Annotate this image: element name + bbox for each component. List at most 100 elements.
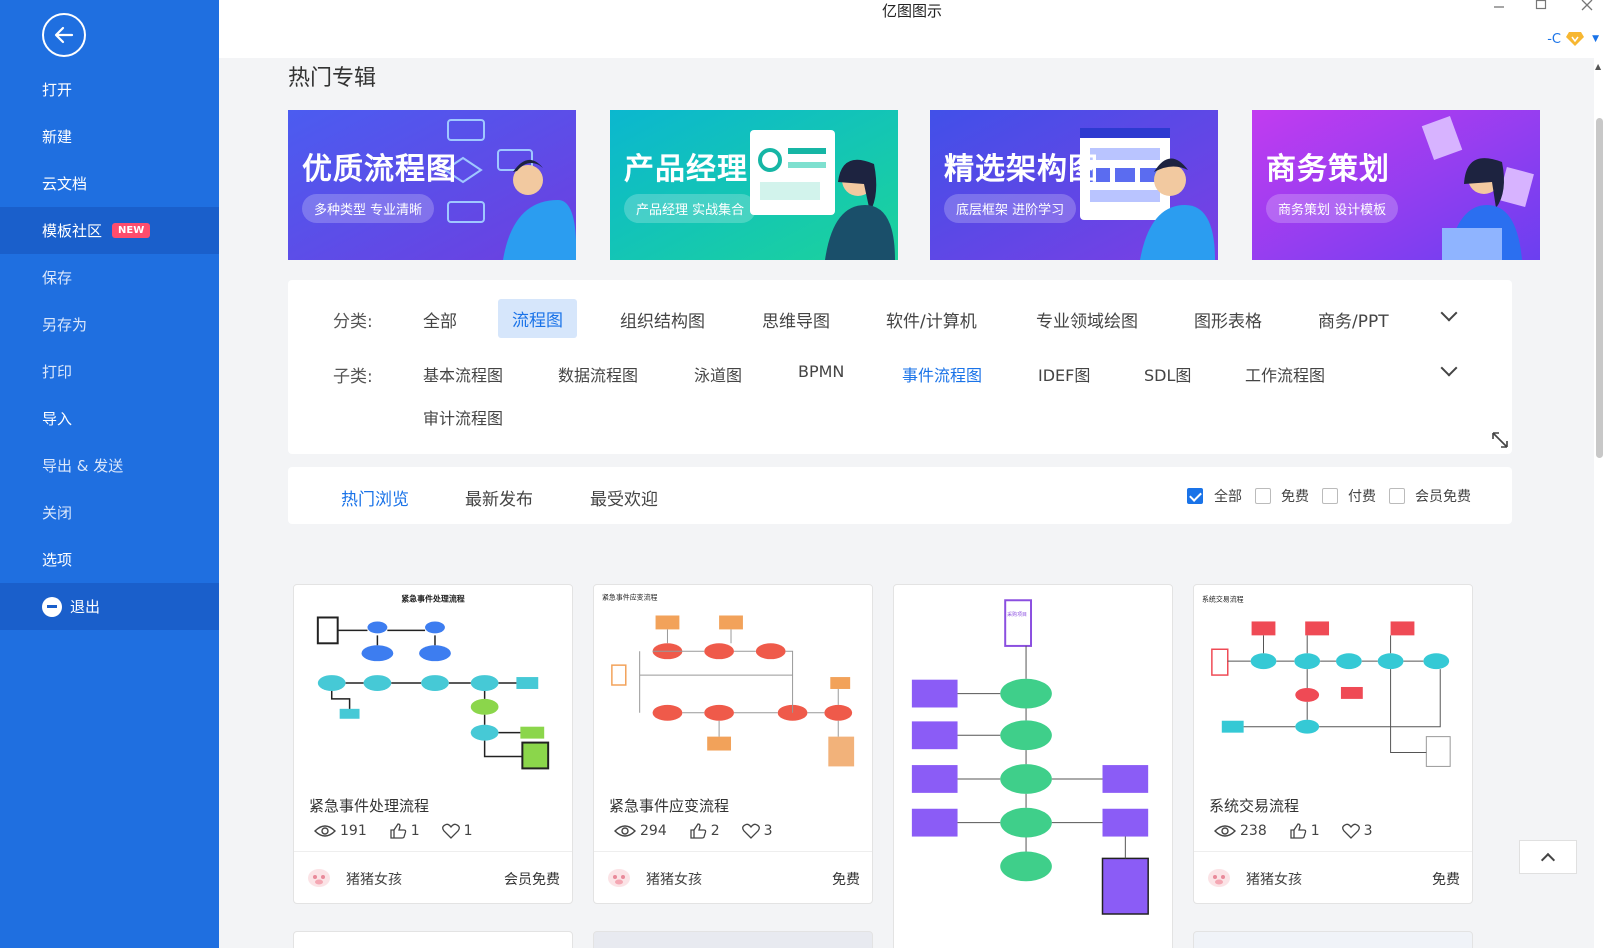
subcategory-sdl[interactable]: SDL图 <box>1144 366 1192 385</box>
like-count: 1 <box>410 823 420 839</box>
template-card[interactable]: 采购项目 <box>893 584 1173 948</box>
filter-free-checkbox[interactable] <box>1255 488 1271 504</box>
card-footer: 猪猪女孩 免费 <box>594 851 872 903</box>
sidebar-item-label: 导入 <box>42 410 73 428</box>
filter-member-free-checkbox[interactable] <box>1389 488 1405 504</box>
banner-architecture[interactable]: 精选架构图 底层框架 进阶学习 <box>930 110 1218 260</box>
banner-product-manager[interactable]: 产品经理 产品经理 实战集合 <box>610 110 898 260</box>
sidebar-item-save-as[interactable]: 另存为 <box>0 301 219 348</box>
subcategory-event-flowchart[interactable]: 事件流程图 <box>902 366 983 385</box>
sidebar-item-label: 另存为 <box>42 316 88 334</box>
heart-icon <box>1341 823 1360 839</box>
back-to-top-button[interactable] <box>1519 840 1577 874</box>
user-label[interactable]: -C <box>1547 32 1561 47</box>
author-name[interactable]: 猪猪女孩 <box>1246 872 1302 888</box>
vip-diamond-icon[interactable] <box>1565 28 1585 48</box>
filter-paid-checkbox[interactable] <box>1322 488 1338 504</box>
category-org-chart[interactable]: 组织结构图 <box>620 312 705 332</box>
subcategory-bpmn[interactable]: BPMN <box>798 362 845 381</box>
template-card[interactable]: 系统交易流程 系统交易流程 238 1 3 猪猪女孩 免费 <box>1193 584 1473 904</box>
category-all[interactable]: 全部 <box>423 312 457 332</box>
favorite-count: 1 <box>463 823 473 839</box>
view-count: 238 <box>1240 823 1267 839</box>
minimize-button[interactable] <box>1493 0 1505 16</box>
sidebar-item-label: 导出 & 发送 <box>42 457 124 475</box>
expand-icon[interactable] <box>1490 430 1510 450</box>
heart-icon <box>741 823 760 839</box>
author-name[interactable]: 猪猪女孩 <box>346 872 402 888</box>
close-button[interactable] <box>1581 0 1593 16</box>
scroll-thumb[interactable] <box>1596 118 1603 458</box>
sidebar-item-open[interactable]: 打开 <box>0 66 219 113</box>
sidebar-item-label: 关闭 <box>42 504 73 522</box>
filter-all-label: 全部 <box>1214 489 1242 505</box>
sidebar-item-save[interactable]: 保存 <box>0 254 219 301</box>
subcategory-label: 子类: <box>333 367 373 387</box>
banner-business-planning[interactable]: 商务策划 商务策划 设计模板 <box>1252 110 1540 260</box>
filter-free-label: 免费 <box>1281 489 1309 505</box>
maximize-icon <box>1535 0 1547 10</box>
subcategory-idef[interactable]: IDEF图 <box>1038 366 1091 385</box>
back-button[interactable] <box>42 13 86 57</box>
thumbs-up-icon <box>690 823 706 839</box>
card-title: 紧急事件处理流程 <box>309 797 430 815</box>
banner-subtitle: 商务策划 设计模板 <box>1266 194 1399 223</box>
category-professional[interactable]: 专业领域绘图 <box>1036 312 1138 332</box>
sidebar: 打开 新建 云文档 模板社区 NEW 保存 另存为 打印 导入 导出 & 发送 … <box>0 0 219 948</box>
category-business-ppt[interactable]: 商务/PPT <box>1318 312 1389 332</box>
sidebar-item-label: 打开 <box>42 81 73 99</box>
filter-all-checkbox[interactable] <box>1187 488 1203 504</box>
subcategory-workflow[interactable]: 工作流程图 <box>1245 366 1326 385</box>
eye-icon <box>614 825 636 837</box>
subcategory-data-flowchart[interactable]: 数据流程图 <box>558 366 639 385</box>
sidebar-item-close[interactable]: 关闭 <box>0 489 219 536</box>
like-count: 2 <box>710 823 720 839</box>
tab-latest[interactable]: 最新发布 <box>465 490 533 510</box>
thumbnail-title: 采购项目 <box>1007 611 1027 618</box>
category-flowchart[interactable]: 流程图 <box>498 299 577 338</box>
banner-title: 精选架构图 <box>944 152 1099 187</box>
banner-title: 产品经理 <box>624 152 748 187</box>
template-card[interactable] <box>593 931 873 948</box>
subcategory-swimlane[interactable]: 泳道图 <box>694 366 743 385</box>
sidebar-item-label: 退出 <box>70 598 101 616</box>
sidebar-item-import[interactable]: 导入 <box>0 395 219 442</box>
card-footer: 猪猪女孩 免费 <box>1194 851 1472 903</box>
sidebar-item-print[interactable]: 打印 <box>0 348 219 395</box>
tab-popular[interactable]: 最受欢迎 <box>590 490 658 510</box>
chevron-down-icon[interactable]: ▼ <box>1592 34 1599 44</box>
sidebar-item-new[interactable]: 新建 <box>0 113 219 160</box>
template-card[interactable]: 紧急事件应变流程 紧急事件应变流程 294 2 3 猪猪女孩 免费 <box>593 584 873 904</box>
author-name[interactable]: 猪猪女孩 <box>646 872 702 888</box>
scroll-up-icon[interactable]: ▲ <box>1595 62 1602 71</box>
template-card[interactable] <box>1193 931 1473 948</box>
sidebar-item-cloud-docs[interactable]: 云文档 <box>0 160 219 207</box>
subcategory-audit-flowchart[interactable]: 审计流程图 <box>423 409 504 428</box>
avatar[interactable] <box>606 866 632 888</box>
avatar[interactable] <box>306 866 332 888</box>
banner-quality-flowchart[interactable]: 优质流程图 多种类型 专业清晰 <box>288 110 576 260</box>
banner-subtitle: 底层框架 进阶学习 <box>944 194 1077 223</box>
sidebar-item-label: 保存 <box>42 269 73 287</box>
sidebar-item-template-community[interactable]: 模板社区 NEW <box>0 207 219 254</box>
sidebar-item-export-send[interactable]: 导出 & 发送 <box>0 442 219 489</box>
scrollbar[interactable]: ▲ <box>1594 58 1605 948</box>
category-software[interactable]: 软件/计算机 <box>886 312 977 332</box>
category-graphics-table[interactable]: 图形表格 <box>1194 312 1262 332</box>
thumbnail-title: 紧急事件处理流程 <box>401 594 465 604</box>
category-mind-map[interactable]: 思维导图 <box>762 312 830 332</box>
template-thumbnail: 系统交易流程 <box>1194 585 1472 785</box>
maximize-button[interactable] <box>1535 0 1547 16</box>
template-card[interactable]: 紧急事件处理流程 紧急事件处理流程 191 1 1 猪猪女孩 <box>293 584 573 904</box>
arrow-left-icon <box>54 26 74 44</box>
sidebar-item-options[interactable]: 选项 <box>0 536 219 583</box>
template-card[interactable] <box>293 931 573 948</box>
card-stats: 294 2 3 <box>614 822 795 840</box>
tab-hot[interactable]: 热门浏览 <box>341 490 409 510</box>
banner-title: 商务策划 <box>1266 152 1390 187</box>
banner-subtitle: 产品经理 实战集合 <box>624 194 757 223</box>
avatar[interactable] <box>1206 866 1232 888</box>
sidebar-item-exit[interactable]: 退出 <box>0 583 219 630</box>
subcategory-basic-flowchart[interactable]: 基本流程图 <box>423 366 504 385</box>
